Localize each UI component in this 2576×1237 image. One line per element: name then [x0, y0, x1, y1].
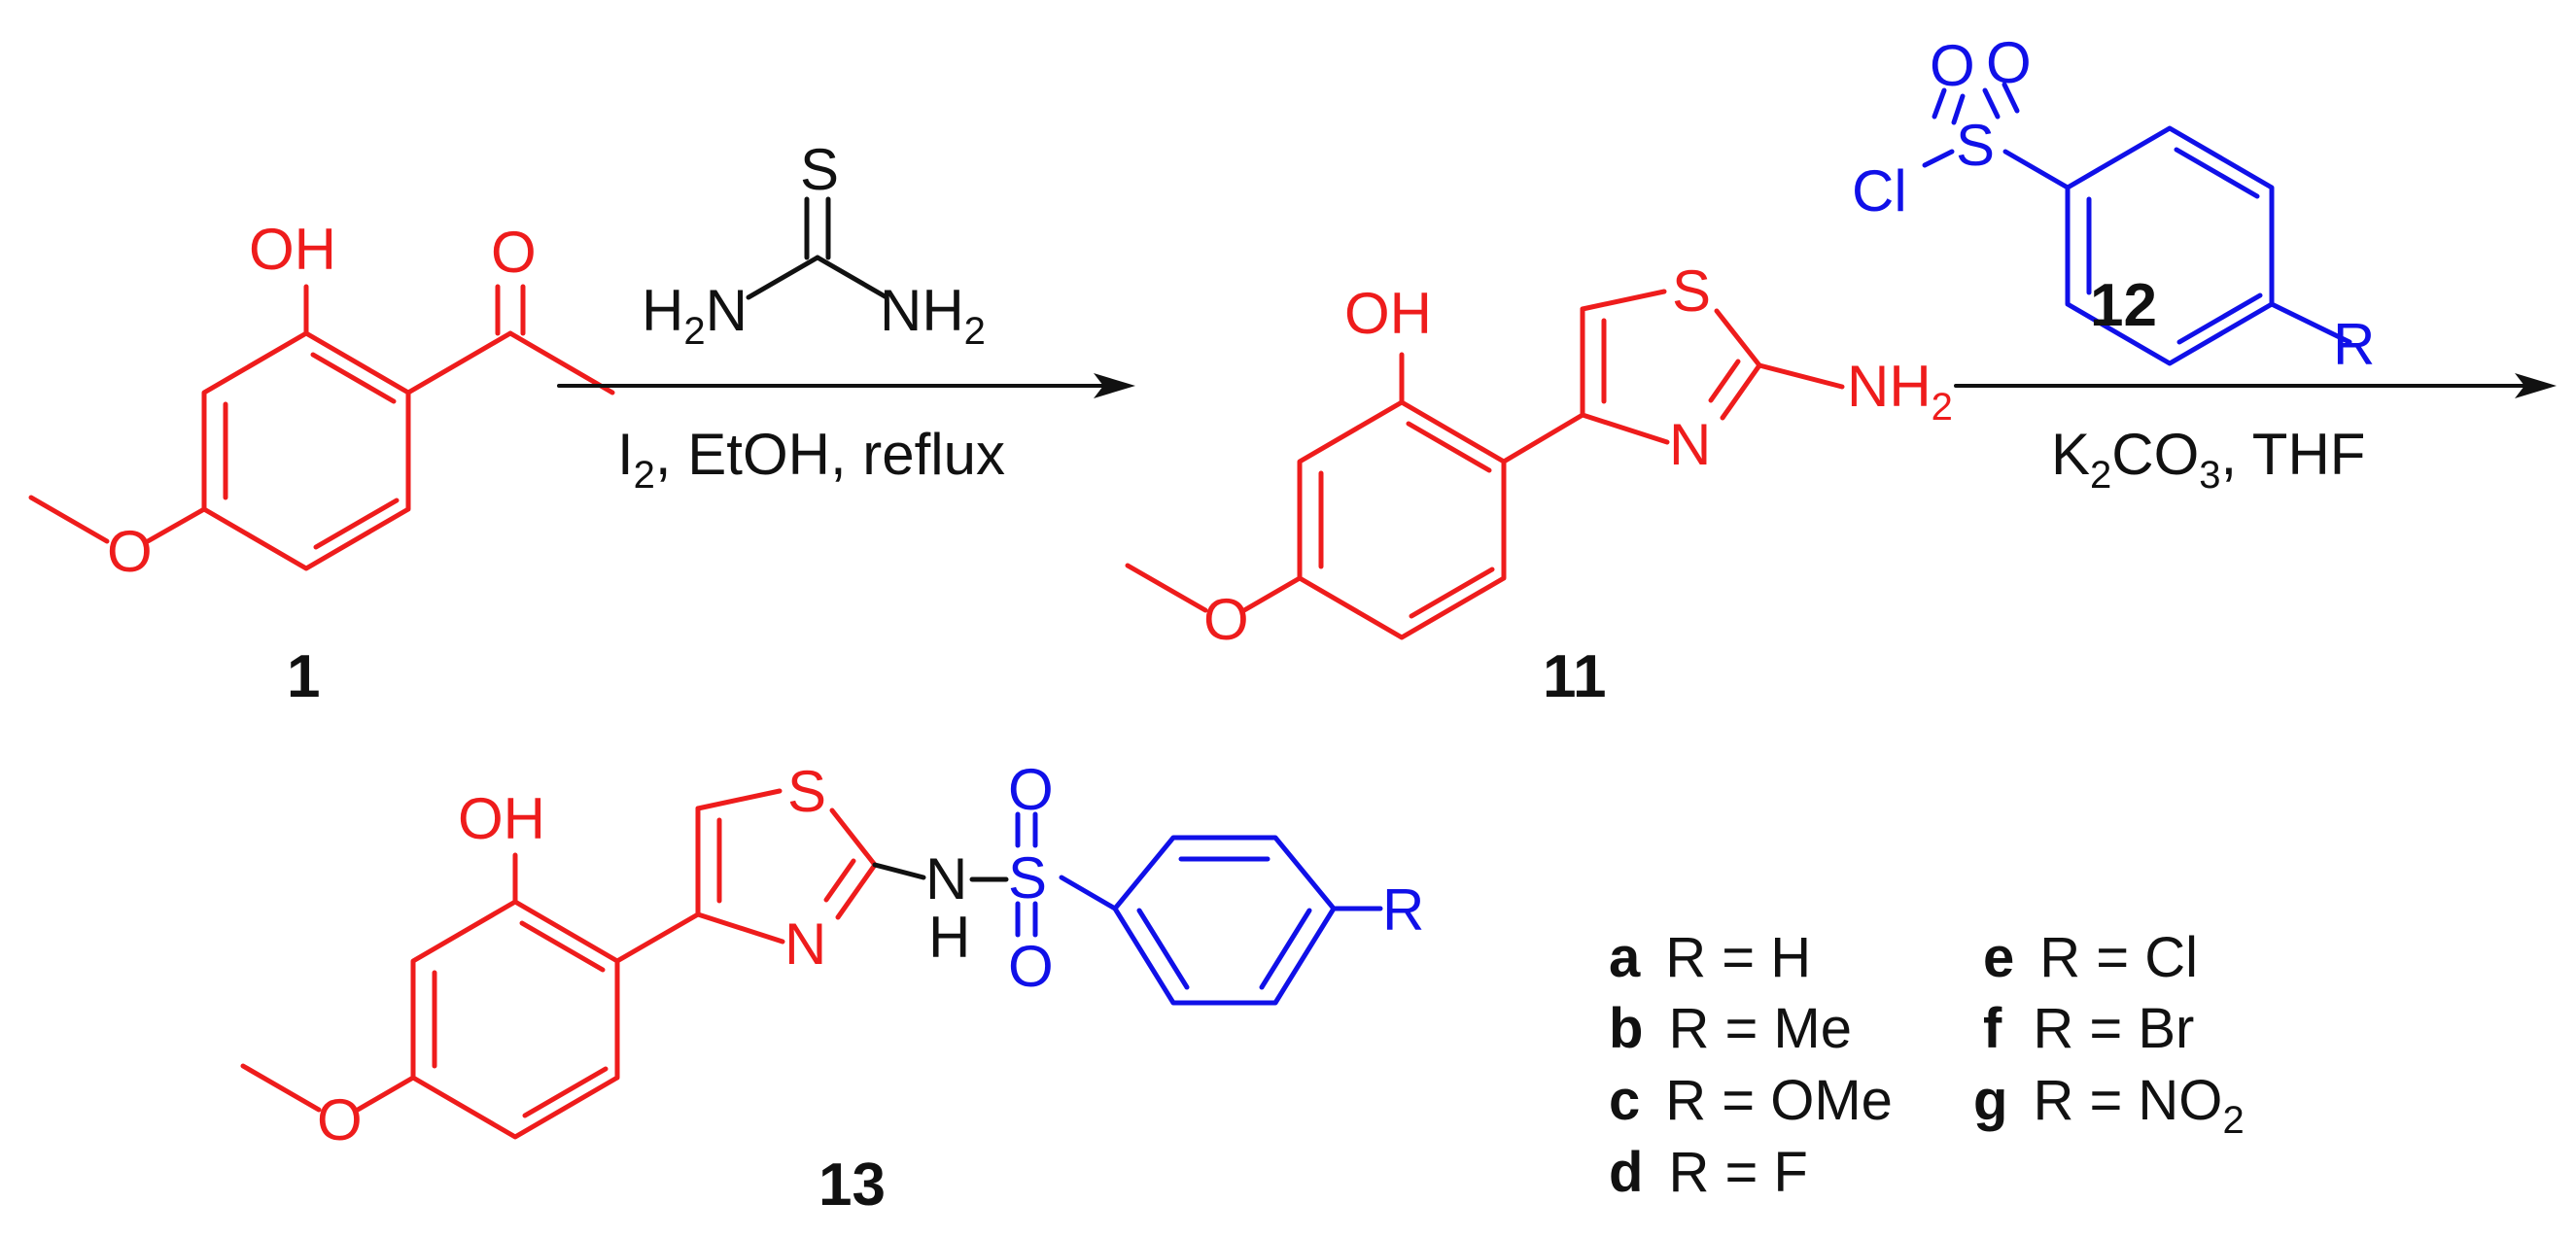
reaction-arrow-2 [1954, 373, 2557, 398]
r-group-label: R [2333, 312, 2375, 377]
reaction-arrow-1 [557, 373, 1135, 398]
thiazole-nitrogen-label: N [784, 911, 826, 977]
hydroxyl-label: OH [249, 217, 336, 282]
compound-13-number: 13 [818, 1151, 886, 1219]
thiourea-amine-right-label: NH2 [880, 278, 986, 353]
thiourea-sulfur-label: S [800, 137, 839, 202]
methoxy-oxygen-label: O [1203, 587, 1249, 652]
amine-label: NH2 [1847, 354, 1953, 429]
sulfonamide-nitrogen-label: N [925, 846, 967, 911]
r-group-label: R [1382, 877, 1424, 943]
compound-1-structure [28, 284, 615, 571]
sulfonamide-hydrogen-label: H [928, 905, 970, 970]
step1-conditions: I2, EtOH, reflux [617, 422, 1005, 497]
sulfonamide-oxygen-bottom-label: O [1008, 934, 1054, 999]
thiazole-nitrogen-label: N [1669, 412, 1711, 477]
sulfonyl-oxygen-right-label: O [1986, 30, 2032, 95]
compound-12-structure [1922, 82, 2352, 366]
chlorine-label: Cl [1852, 158, 1907, 223]
compound-1-number: 1 [287, 643, 320, 710]
thiazole-sulfur-label: S [1672, 258, 1711, 324]
step2-conditions: K2CO3, THF [2051, 422, 2365, 497]
hydroxyl-label: OH [458, 786, 545, 851]
sulfonamide-oxygen-top-label: O [1008, 757, 1054, 822]
sulfonyl-oxygen-left-label: O [1930, 33, 1975, 98]
compound-12-number: 12 [2090, 272, 2157, 339]
carbonyl-oxygen-label: O [491, 220, 537, 285]
compound-11-number: 11 [1543, 643, 1607, 710]
thiourea-structure [746, 196, 889, 300]
compound-13-structure [240, 788, 1383, 1140]
methoxy-oxygen-label: O [107, 519, 153, 584]
sulfonyl-sulfur-label: S [1956, 113, 1995, 178]
methoxy-oxygen-label: O [317, 1087, 363, 1152]
hydroxyl-label: OH [1344, 281, 1432, 346]
thiourea-amine-left-label: H2N [642, 278, 748, 353]
sulfonamide-sulfur-label: S [1008, 845, 1047, 911]
thiazole-sulfur-label: S [787, 759, 826, 824]
compound-11-structure [1125, 289, 1845, 640]
